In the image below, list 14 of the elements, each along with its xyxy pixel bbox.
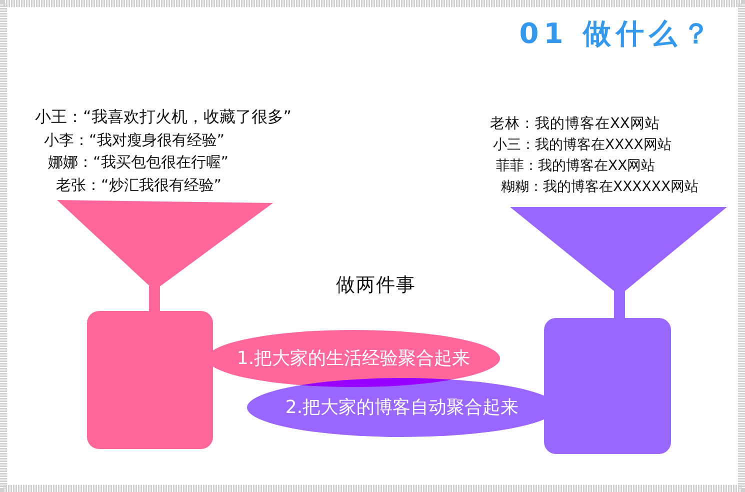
quote-text: 小王：“我喜欢打火机，收藏了很多” xyxy=(35,107,292,127)
subtitle: 做两件事 xyxy=(336,273,416,297)
quote-text: 老张：“炒汇我很有经验” xyxy=(56,175,222,195)
funnel-stem xyxy=(149,286,160,311)
blog-text: 老林：我的博客在XX网站 xyxy=(490,114,660,134)
quote-text: 娜娜：“我买包包很在行喔” xyxy=(48,152,229,172)
rounded-box xyxy=(87,311,213,449)
rounded-box xyxy=(544,318,671,454)
blog-text: 小三：我的博客在XXXX网站 xyxy=(493,136,672,155)
blog-text: 糊糊：我的博客在XXXXXX网站 xyxy=(501,178,699,197)
blog-text: 菲菲：我的博客在XX网站 xyxy=(496,157,656,176)
title: 01 做什么？ xyxy=(519,17,715,51)
funnel-stem xyxy=(614,291,625,318)
quote-text: 小李：“我对瘦身很有经验” xyxy=(44,130,225,150)
